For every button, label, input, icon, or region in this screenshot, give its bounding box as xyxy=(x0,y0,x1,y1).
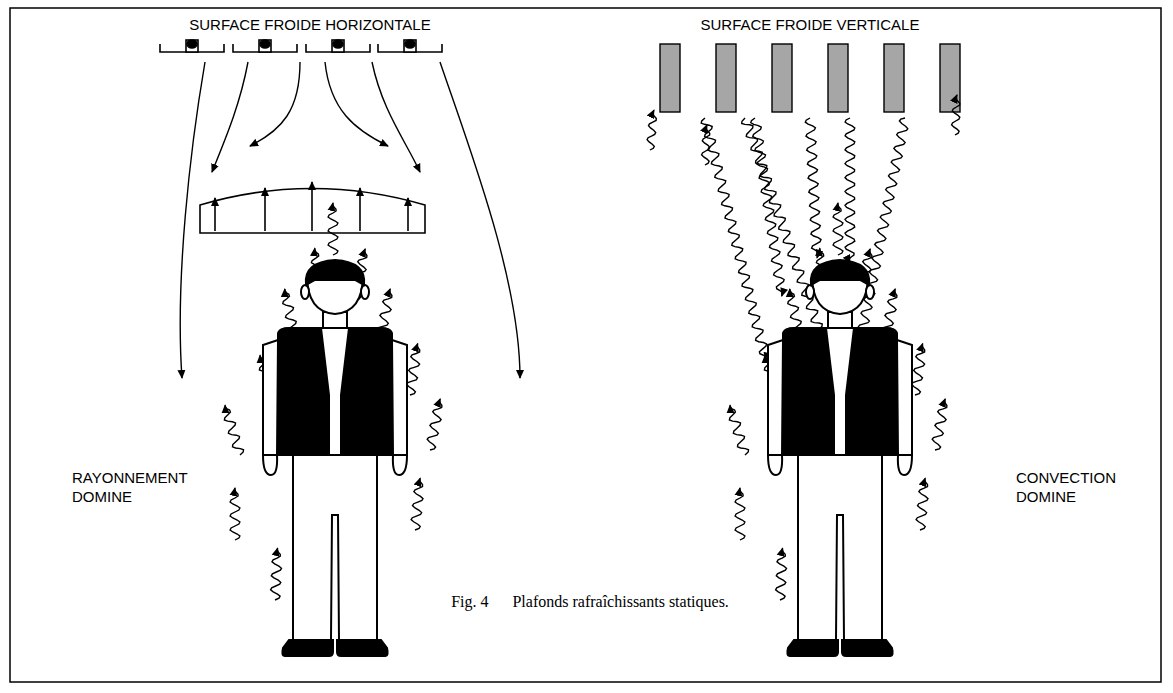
pipe-section xyxy=(405,40,415,48)
arm xyxy=(897,340,912,455)
hair xyxy=(811,260,870,285)
surface-label: SURFACE FROIDE VERTICALE xyxy=(701,15,920,34)
trousers xyxy=(798,455,882,640)
shoe xyxy=(282,640,333,656)
vertical-panel xyxy=(828,44,848,112)
radiation-arrow xyxy=(359,188,361,231)
vest xyxy=(846,328,897,455)
radiation-arrow xyxy=(311,182,313,231)
hand xyxy=(393,455,407,475)
heat-wave xyxy=(751,118,784,296)
arm xyxy=(392,340,407,455)
shoe xyxy=(787,640,838,656)
trousers xyxy=(293,455,377,640)
shoe xyxy=(842,640,893,656)
heat-wave xyxy=(912,344,925,395)
mode-label: RAYONNEMENT DOMINE xyxy=(72,468,197,506)
mode-label: CONVECTION DOMINE xyxy=(1016,468,1126,506)
shoe xyxy=(337,640,388,656)
ear xyxy=(301,285,309,299)
heat-wave xyxy=(647,110,656,150)
heat-wave xyxy=(701,118,766,361)
heat-wave xyxy=(271,548,282,600)
torso xyxy=(278,328,392,455)
figure-caption: Fig. 4 Plafonds rafraîchissants statique… xyxy=(451,592,729,611)
panel-pipe xyxy=(259,40,271,52)
heat-wave xyxy=(735,488,745,540)
vest xyxy=(278,328,329,455)
heat-wave xyxy=(224,405,243,455)
radiation-arrow xyxy=(407,198,409,231)
heat-wave xyxy=(407,344,420,395)
ear xyxy=(361,285,369,299)
frame xyxy=(10,8,1161,682)
horizontal-panels xyxy=(160,40,442,52)
ear xyxy=(866,285,874,299)
arm xyxy=(263,340,278,455)
heat-wave xyxy=(702,125,710,165)
radiation-arrow xyxy=(214,198,216,231)
radiation-arrow xyxy=(264,188,266,231)
heat-wave xyxy=(916,478,928,530)
hand xyxy=(898,455,912,475)
vertical-panel xyxy=(940,44,960,112)
heat-wave xyxy=(427,399,442,450)
vertical-panel xyxy=(772,44,792,112)
arm xyxy=(768,340,783,455)
heat-wave xyxy=(776,548,787,600)
vertical-panels xyxy=(660,44,960,112)
heat-wave xyxy=(729,405,748,455)
surface-label: SURFACE FROIDE HORIZONTALE xyxy=(189,15,430,34)
heat-wave xyxy=(328,203,338,255)
person xyxy=(768,260,912,656)
person xyxy=(263,260,407,656)
vertical-panel xyxy=(660,44,680,112)
pipe-section xyxy=(260,40,270,48)
vest xyxy=(341,328,392,455)
panel-pipe xyxy=(186,40,198,52)
vertical-panel xyxy=(716,44,736,112)
heat-wave xyxy=(845,118,855,263)
heat-wave xyxy=(833,203,843,255)
panel-pipe xyxy=(332,40,344,52)
hand xyxy=(768,455,782,475)
ear xyxy=(806,285,814,299)
pipe-section xyxy=(187,40,197,48)
vertical-panel xyxy=(884,44,904,112)
heat-wave xyxy=(932,399,947,450)
panel-pipe xyxy=(404,40,416,52)
heat-wave xyxy=(805,118,821,258)
heat-wave xyxy=(411,478,423,530)
pipe-section xyxy=(333,40,343,48)
heat-wave xyxy=(952,95,960,135)
person-figures xyxy=(263,260,912,656)
radiation-arrows xyxy=(215,182,408,231)
hand xyxy=(263,455,277,475)
torso xyxy=(783,328,897,455)
heat-wave xyxy=(230,488,240,540)
vest xyxy=(783,328,834,455)
hair xyxy=(306,260,365,285)
